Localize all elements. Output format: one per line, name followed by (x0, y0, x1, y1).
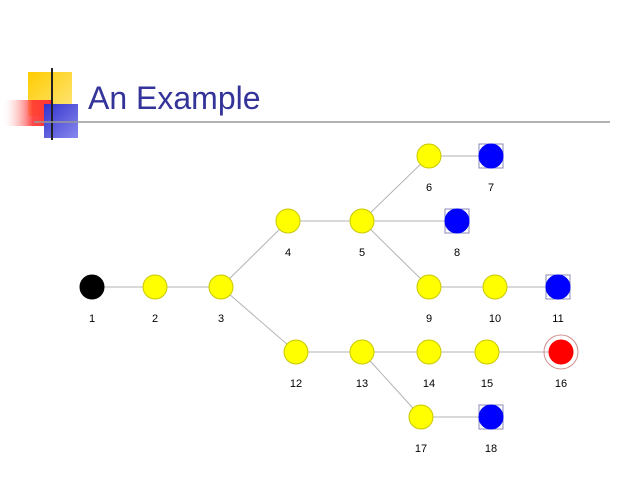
node-18-label: 18 (485, 443, 497, 455)
node-16-ring (543, 334, 579, 370)
node-9-label: 9 (426, 313, 432, 325)
node-3-label: 3 (218, 313, 224, 325)
node-10-label: 10 (489, 313, 501, 325)
node-2: 2 (142, 274, 168, 325)
edge-3-12 (220, 286, 297, 353)
node-8-circle (444, 208, 470, 234)
slide-title: An Example (88, 80, 261, 116)
node-5: 5 (349, 208, 375, 259)
edge-5-9 (361, 220, 430, 288)
node-18-circle (478, 404, 504, 430)
node-5-label: 5 (359, 247, 365, 259)
node-12-label: 12 (290, 378, 302, 390)
node-16-label: 16 (555, 378, 567, 390)
decorative-logo (4, 68, 610, 140)
logo-blue-square (44, 104, 78, 138)
node-9: 9 (416, 274, 442, 325)
node-18: 18 (478, 404, 504, 455)
edge-3-4 (220, 220, 289, 288)
node-7-label: 7 (488, 182, 494, 194)
edge-13-17 (361, 351, 422, 418)
node-7: 7 (478, 143, 504, 194)
edge-5-6 (361, 155, 430, 222)
node-2-label: 2 (152, 313, 158, 325)
node-10: 10 (482, 274, 508, 325)
node-2-circle (142, 274, 168, 300)
node-4-label: 4 (285, 247, 291, 259)
node-13-circle (349, 339, 375, 365)
node-14-label: 14 (423, 378, 435, 390)
node-11-label: 11 (552, 313, 563, 325)
node-1-label: 1 (89, 313, 95, 325)
node-1: 1 (79, 274, 105, 325)
node-10-circle (482, 274, 508, 300)
node-6: 6 (416, 143, 442, 194)
node-17: 17 (408, 404, 434, 455)
node-6-label: 6 (426, 182, 432, 194)
node-16-circle (548, 339, 574, 365)
node-7-circle (478, 143, 504, 169)
node-8-label: 8 (454, 247, 460, 259)
node-4: 4 (275, 208, 301, 259)
node-13-label: 13 (356, 378, 368, 390)
node-13: 13 (349, 339, 375, 390)
node-4-circle (275, 208, 301, 234)
node-15-circle (474, 339, 500, 365)
node-17-circle (408, 404, 434, 430)
node-15: 15 (474, 339, 500, 390)
node-12: 12 (283, 339, 309, 390)
node-15-label: 15 (481, 378, 493, 390)
node-14-circle (416, 339, 442, 365)
node-6-circle (416, 143, 442, 169)
node-16: 16 (543, 334, 579, 390)
node-11-circle (545, 274, 571, 300)
node-3-circle (208, 274, 234, 300)
node-9-circle (416, 274, 442, 300)
node-14: 14 (416, 339, 442, 390)
node-5-circle (349, 208, 375, 234)
node-3: 3 (208, 274, 234, 325)
node-8: 8 (444, 208, 470, 259)
node-12-circle (283, 339, 309, 365)
node-11: 11 (545, 274, 571, 325)
node-17-label: 17 (415, 443, 427, 455)
node-1-circle (79, 274, 105, 300)
